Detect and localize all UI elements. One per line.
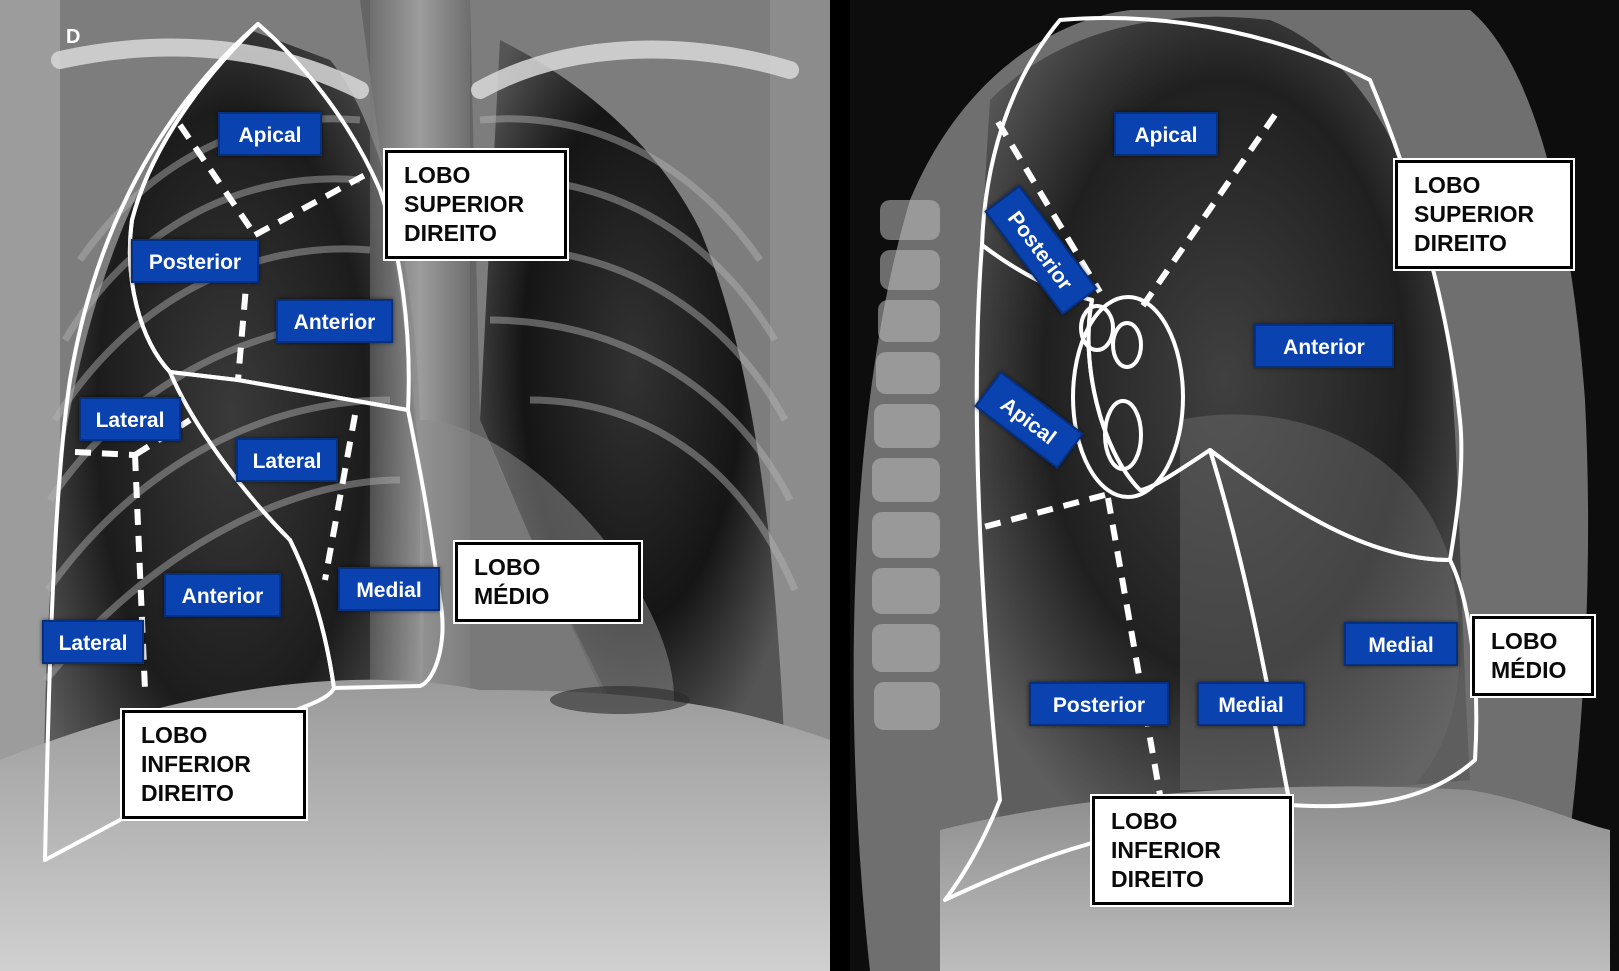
lateral-label-lobo-medio: LOBO MÉDIO (1472, 616, 1594, 696)
lateral-label-lobo-inferior-direito: LOBO INFERIOR DIREITO (1092, 796, 1292, 905)
pa-label-lobo-medio: LOBO MÉDIO (455, 542, 641, 622)
pa-label-lobo-superior-direito: LOBO SUPERIOR DIREITO (385, 150, 567, 259)
lateral-label-lobo-superior-direito: LOBO SUPERIOR DIREITO (1395, 160, 1573, 269)
pa-segment-superior-anterior: Anterior (276, 299, 393, 343)
pa-segment-inferior-lateral-lower: Lateral (42, 620, 144, 664)
pa-segment-middle-lateral: Lateral (236, 438, 338, 482)
lateral-segment-inferior-medial: Medial (1197, 682, 1305, 726)
side-marker: D (66, 26, 81, 48)
pa-label-lobo-inferior-direito: LOBO INFERIOR DIREITO (122, 710, 306, 819)
lateral-segment-middle-medial: Medial (1344, 622, 1458, 666)
pa-segment-superior-apical: Apical (218, 112, 322, 156)
pa-segment-middle-medial: Medial (338, 567, 440, 611)
pa-segment-inferior-lateral-upper: Lateral (79, 397, 181, 441)
pa-xray-image (0, 0, 830, 971)
lateral-chest-xray-panel: Apical Posterior Anterior Apical Medial … (850, 0, 1619, 971)
lateral-segment-dividers (979, 113, 1278, 796)
pa-segment-dividers (74, 123, 367, 691)
lateral-segment-superior-apical: Apical (1114, 112, 1218, 156)
pa-chest-xray-panel: D Apical Posterior Anterior Lateral Late… (0, 0, 830, 971)
pa-segment-inferior-anterior: Anterior (164, 573, 281, 617)
lateral-lobe-outlines (943, 16, 1479, 902)
lateral-segment-superior-anterior: Anterior (1254, 324, 1394, 368)
pa-segment-superior-posterior: Posterior (131, 239, 259, 283)
lateral-segment-inferior-posterior: Posterior (1029, 682, 1169, 726)
